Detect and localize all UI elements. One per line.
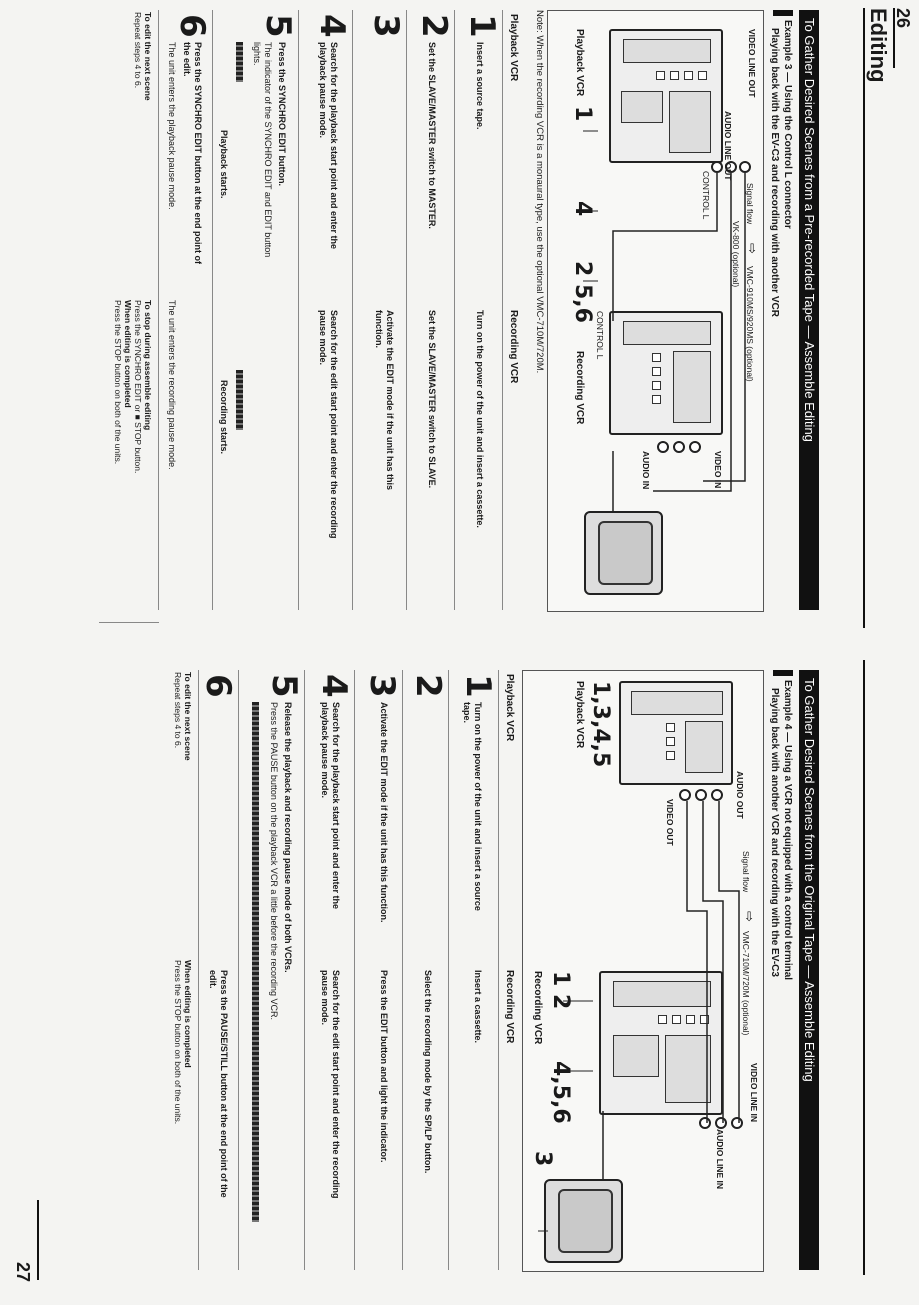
playback-subtext: Press the PAUSE button on the playback V… [269,702,279,1020]
left-recording-head: Recording VCR [508,310,519,384]
step-numbers-2-5-6: 2 5,6 [570,261,595,323]
divider [212,10,213,610]
playback-text: Press the SYNCHRO EDIT button. [277,42,287,187]
left-playback-head: Playback VCR [508,14,519,82]
stop-title: To stop during assemble editing [143,300,153,431]
edit-next-body: Repeat steps 4 to 6. [133,12,143,89]
divider [158,10,159,610]
divider [298,10,299,610]
recording-text: Set the SLAVE/MASTER switch to SLAVE. [427,310,437,489]
recording-text: Press the PAUSE/STILL button at the end … [208,970,229,1198]
step-number: 3 [362,674,402,698]
right-page: To Gather Desired Scenes from the Origin… [0,660,919,1295]
left-banner: To Gather Desired Scenes from a Pre-reco… [799,10,819,610]
divider [304,670,305,1270]
divider [402,670,403,1270]
playback-subtext: The indicator of the SYNCHRO EDIT and ED… [252,42,273,258]
playback-subtext: The unit enters the playback pause mode. [167,42,177,210]
connection-wires [583,130,746,511]
playback-text: Set the SLAVE/MASTER switch to MASTER. [427,42,437,229]
left-example-label: Example 3 — Using the Control L connecto… [782,20,793,229]
complete-title: When editing is completed [183,960,193,1068]
playback-text: Search for the playback start point and … [320,702,341,910]
edit-next-body: Repeat steps 4 to 6. [173,672,183,749]
step-number: 1 [458,674,498,698]
step-number-4: 4 [570,201,595,217]
stop-body: Press the SYNCHRO EDIT or ■ STOP button. [133,300,143,474]
edit-next-title: To edit the next scene [143,12,153,101]
divider [198,670,199,1270]
divider [99,622,159,623]
recording-vcr-caption: Recording VCR [532,971,543,1045]
display-graphic [236,370,243,430]
complete-title: When editing is completed [123,300,133,408]
step-number: 3 [366,14,406,38]
playback-text: Activate the EDIT mode if the unit has t… [379,702,389,923]
playback-status: Playback starts. [219,130,229,199]
recording-text: The unit enters the recording pause mode… [167,300,177,470]
divider [238,670,239,1270]
display-graphic [236,42,243,82]
step-numbers-4-5-6: 4,5,6 [548,1061,573,1124]
divider [498,670,499,1270]
playback-vcr-caption: Playback VCR [574,681,585,749]
left-page: To Gather Desired Scenes from a Pre-reco… [0,0,919,635]
divider [502,10,503,610]
playback-text: Insert a source tape. [475,42,485,130]
complete-body: Press the STOP button on both of the uni… [113,300,123,465]
recording-text: Activate the EDIT mode if the unit has t… [374,310,395,491]
right-recording-head: Recording VCR [504,970,515,1044]
connection-wires [538,801,740,1232]
step-number-3: 3 [530,1151,555,1167]
recording-text: Search for the edit start point and ente… [318,310,339,539]
playback-text: Press the SYNCHRO EDIT button at the end… [182,42,203,265]
step-number: 4 [312,14,352,38]
right-example-sub: Playing back with another VCR and record… [769,688,780,977]
playback-step-numbers: 1,3,4,5 [588,681,613,768]
left-note: Note: When the recording VCR is a monaur… [534,10,545,374]
left-example-sub: Playing back with the EV-C3 and recordin… [769,28,780,317]
right-banner: To Gather Desired Scenes from the Origin… [799,670,819,1270]
example-marker [773,10,793,16]
display-graphic [252,702,259,1222]
step-number: 1 [462,14,502,38]
step-number: 2 [414,14,454,38]
recording-text: Turn on the power of the unit and insert… [475,310,485,528]
recording-status: Recording starts. [219,380,229,455]
complete-body: Press the STOP button on both of the uni… [173,960,183,1125]
step-number: 5 [258,14,298,38]
right-example-label: Example 4 — Using a VCR not equipped wit… [782,680,793,981]
divider [448,670,449,1270]
playback-text: Search for the playback start point and … [318,42,339,250]
example-marker [773,670,793,676]
step-number: 6 [198,674,238,698]
edit-next-title: To edit the next scene [183,672,193,761]
recording-vcr-caption: Recording VCR [574,351,585,425]
right-connection-diagram: AUDIO OUT VIDEO OUT Signal flow ⇨ VMC-71… [522,670,764,1272]
step-numbers-1-2: 1 2 [548,971,573,1010]
playback-text: Release the playback and recording pause… [283,702,293,973]
recording-text: Insert a cassette. [473,970,483,1044]
recording-text: Select the recording mode by the SP/LP b… [423,970,433,1174]
playback-vcr-caption: Playback VCR [574,29,585,97]
playback-step-numbers: 1 [570,106,595,122]
divider [352,10,353,610]
playback-text: Turn on the power of the unit and insert… [462,702,483,911]
step-number: 5 [264,674,304,698]
recording-text: Search for the edit start point and ente… [320,970,341,1199]
recording-text: Press the EDIT button and light the indi… [379,970,389,1163]
step-number: 4 [314,674,354,698]
divider [454,10,455,610]
left-connection-diagram: VIDEO LINE OUT AUDIO LINE OUT CONTROL L … [547,10,764,612]
step-number: 2 [408,674,448,698]
step-number: 6 [172,14,212,38]
divider [406,10,407,610]
right-playback-head: Playback VCR [504,674,515,742]
divider [354,670,355,1270]
